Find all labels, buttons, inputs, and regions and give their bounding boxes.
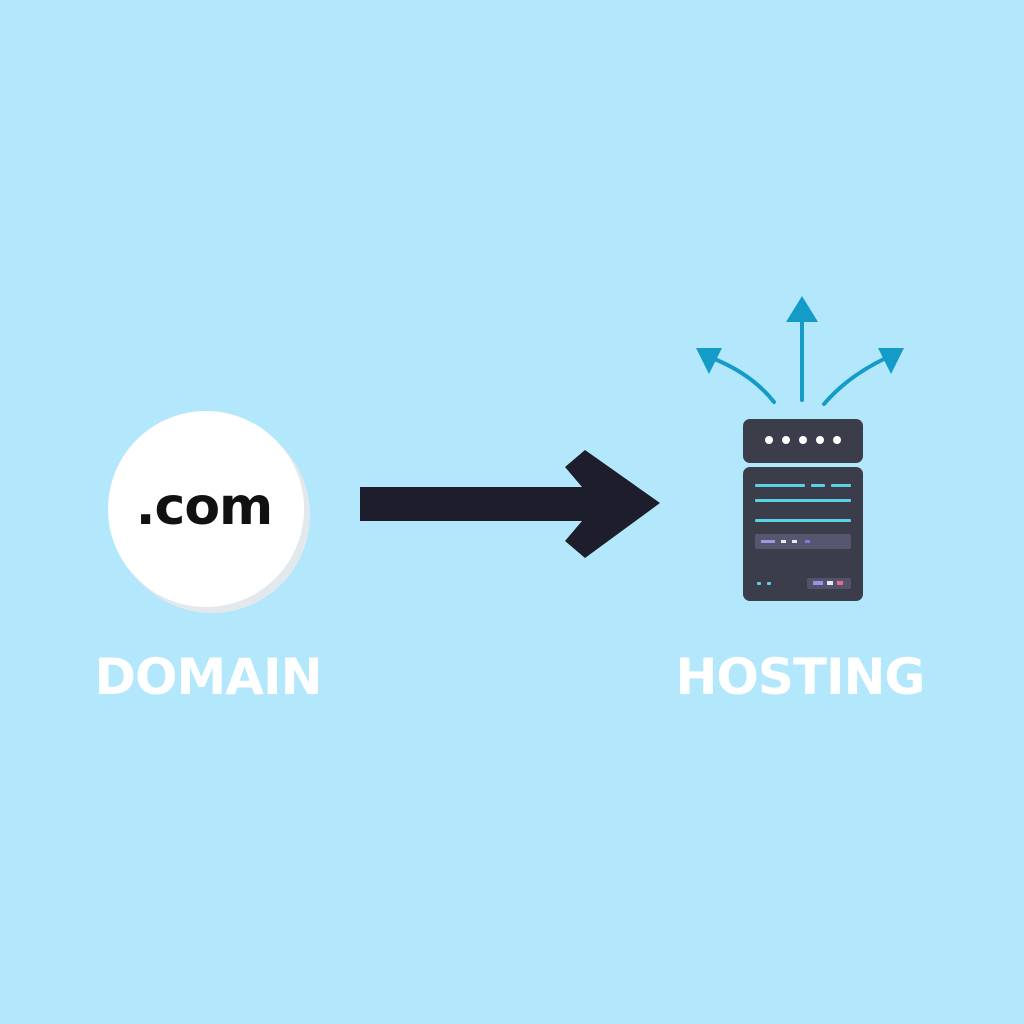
signal-arrow-right (822, 356, 888, 406)
server-panel-details (761, 540, 810, 543)
signal-arrow-right-head (878, 348, 904, 374)
signal-arrow-left (710, 356, 776, 404)
domain-circle: .com (108, 411, 304, 607)
server-bottom-details (813, 581, 843, 585)
signal-arrow-left-head (696, 348, 722, 374)
hosting-label: HOSTING (675, 648, 926, 706)
domain-extension-text: .com (135, 477, 273, 537)
broadcast-arrows-icon (696, 296, 904, 406)
server-icon (743, 419, 863, 601)
signal-arrow-up-head (786, 296, 818, 322)
arrow-right-icon (360, 450, 660, 558)
server-status-dots (765, 436, 841, 444)
server-panel-bar (755, 534, 851, 549)
connector-arrow-shape (360, 450, 660, 558)
domain-label: DOMAIN (94, 648, 323, 706)
server-cyan-lines (755, 484, 851, 585)
